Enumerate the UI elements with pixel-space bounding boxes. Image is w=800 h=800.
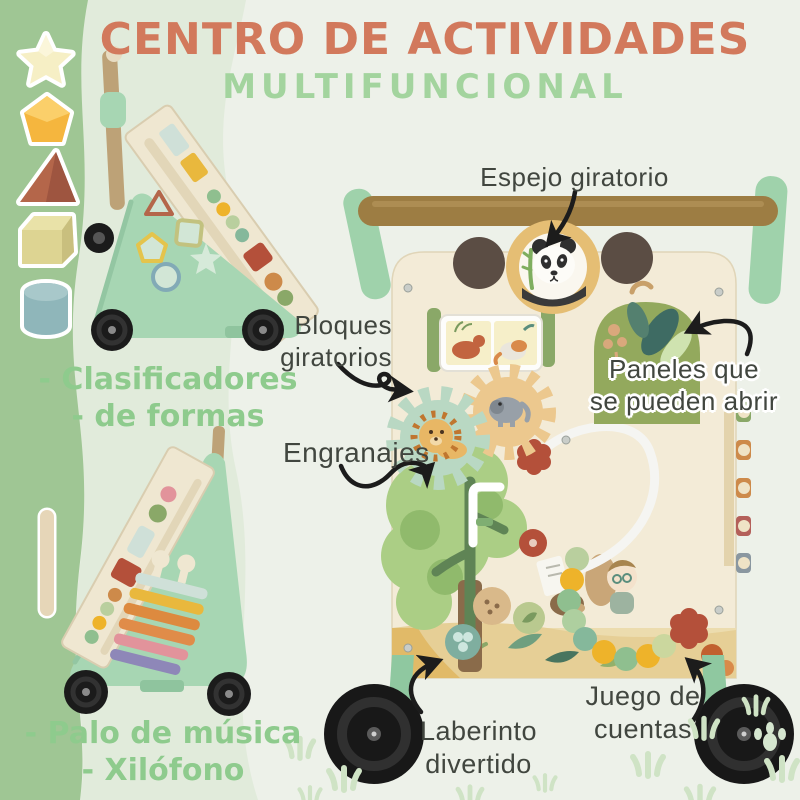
- shape-cylinder-icon: [20, 279, 72, 339]
- gears: [386, 364, 556, 490]
- ear-knob-right: [601, 232, 653, 284]
- elephant-gear: [460, 364, 556, 460]
- lion-gear: [386, 386, 490, 490]
- mirror-arrow: [545, 189, 578, 248]
- shape-triangle-icon: [16, 148, 80, 206]
- gears-arrow: [338, 460, 436, 489]
- walker-front-view-image: [324, 176, 794, 784]
- panda-mirror: [453, 220, 653, 314]
- shape-star-icon: [16, 31, 76, 88]
- side-activity-board: [124, 104, 319, 344]
- blocks-arrow: [335, 361, 414, 403]
- panel-screws: [403, 283, 724, 653]
- rotating-blocks: [427, 303, 555, 372]
- panels-arrow: [683, 310, 753, 357]
- flower-bead-end: [670, 608, 708, 649]
- maze-slider-flower: [519, 529, 547, 557]
- leaf-door-panel: [594, 280, 700, 424]
- shape-cutouts: [136, 190, 222, 292]
- xylophone: [110, 550, 208, 675]
- grass-decorations: [287, 697, 798, 800]
- music-stick: [37, 507, 57, 619]
- shape-cube-icon: [18, 212, 78, 268]
- paw-print: [754, 722, 786, 751]
- walker-side-view-image: [84, 46, 319, 351]
- walker-xylophone-view-image: [37, 425, 251, 716]
- maze-arrow: [408, 654, 444, 715]
- shape-pentagon-icon: [20, 92, 74, 146]
- maze-slider-leaf: [513, 602, 545, 634]
- tree-maze: [381, 446, 547, 672]
- maze-slider-clover: [445, 624, 481, 660]
- callout-arrows: [335, 189, 753, 725]
- side-latches: [724, 400, 751, 573]
- shape-icons-column: [16, 31, 80, 339]
- maze-slider-fruit: [473, 587, 511, 625]
- beads-arrow: [684, 657, 713, 725]
- ear-knob-left: [453, 237, 505, 289]
